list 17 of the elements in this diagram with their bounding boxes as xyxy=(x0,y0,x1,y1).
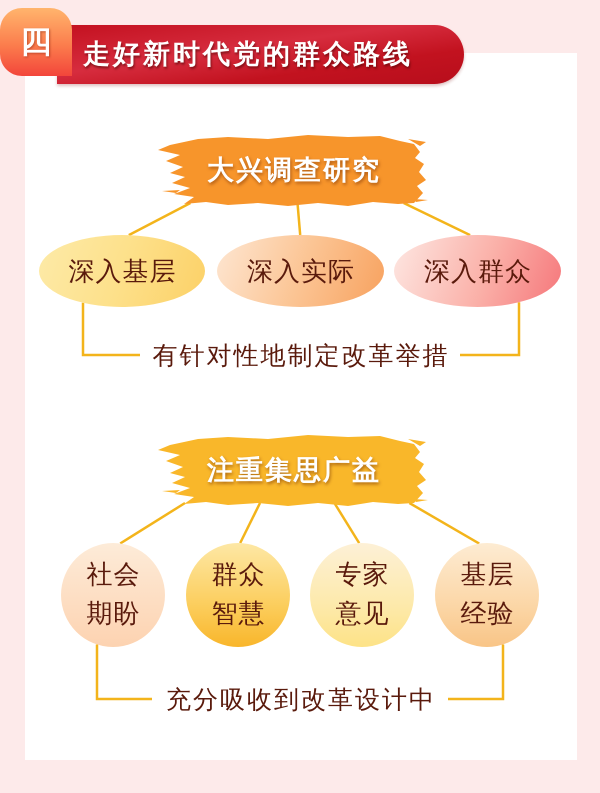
connector-line xyxy=(96,644,152,700)
connector-line xyxy=(82,302,140,356)
connector-line xyxy=(120,502,186,545)
connector-line xyxy=(403,202,471,236)
connector-line xyxy=(128,202,191,236)
connector-line xyxy=(333,502,360,544)
section-number-badge: 四 xyxy=(0,8,72,76)
connector-line xyxy=(296,202,302,236)
summary-text: 有针对性地制定改革举措 xyxy=(140,339,460,371)
brush-stroke-banner: 注重集思广益 xyxy=(158,433,428,506)
connector-line xyxy=(448,644,504,700)
connector-line xyxy=(239,502,262,544)
title-banner: 走好新时代党的群众路线 xyxy=(57,25,464,84)
summary-text: 充分吸收到改革设计中 xyxy=(152,683,448,715)
connector-line xyxy=(408,502,480,545)
brush-stroke-banner: 大兴调查研究 xyxy=(158,133,428,206)
connector-line xyxy=(460,302,520,356)
